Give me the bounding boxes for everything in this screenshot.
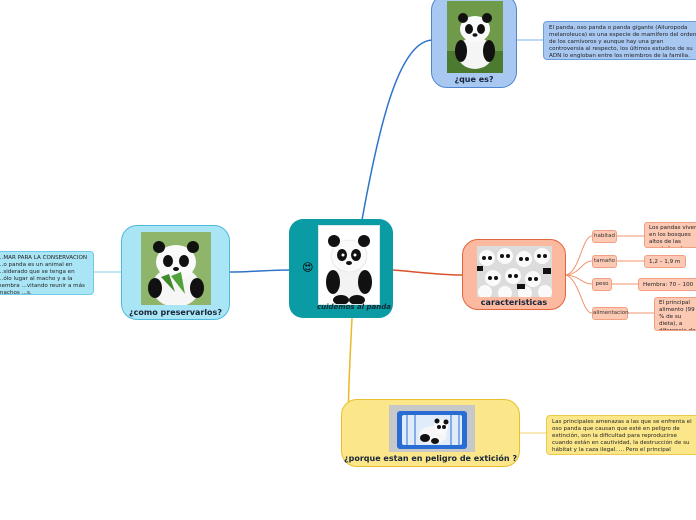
- peligro-node[interactable]: ¿porque estan en peligro de extición ?: [341, 399, 520, 467]
- alimentacion-note: El principal alimento (99 % de su dieta)…: [654, 297, 696, 331]
- preservarlos-node[interactable]: ¿como preservarlos?: [121, 225, 230, 320]
- peligro-title: ¿porque estan en peligro de extición ?: [342, 454, 519, 463]
- central-panda-image: [318, 225, 380, 305]
- caracteristicas-pandas-image: [477, 246, 552, 297]
- link-car-peso: [566, 275, 592, 284]
- central-node[interactable]: 😍 cuidemos al panda: [289, 219, 393, 318]
- peso-note: Hembra: 70 – 100 kg: [638, 278, 696, 291]
- link-center-preservarlos: [230, 270, 290, 272]
- que-es-title: ¿que es?: [432, 75, 516, 84]
- peligro-panda-image: [389, 405, 475, 452]
- que-es-node[interactable]: ¿que es?: [431, 0, 517, 88]
- habitad-note: Los pandas viven en los bosques altos de…: [644, 222, 696, 248]
- preservarlos-panda-image: [141, 232, 211, 305]
- sub-alimentacion[interactable]: alimentacion: [592, 307, 628, 320]
- heart-eyes-emoji: 😍: [302, 261, 313, 274]
- tamano-note: 1,2 – 1,9 m: [644, 255, 686, 268]
- caracteristicas-node[interactable]: caracteristicas: [462, 239, 566, 310]
- sub-peso[interactable]: peso: [592, 278, 612, 291]
- sub-habitad[interactable]: habitad: [592, 230, 617, 243]
- preservarlos-title: ¿como preservarlos?: [122, 308, 229, 317]
- link-car-alimentacion: [566, 275, 592, 313]
- que-es-panda-image: [447, 1, 503, 73]
- peligro-note: Las principales amenazas a las que se en…: [546, 415, 696, 455]
- preservarlos-note: ...MAR PARA LA CONSERVACION ...o panda e…: [0, 251, 94, 295]
- caracteristicas-title: caracteristicas: [463, 298, 565, 307]
- que-es-note: El panda, oso panda o panda gigante (Ail…: [543, 21, 696, 60]
- link-center-que-es: [362, 40, 433, 220]
- central-title: cuidemos al panda: [315, 303, 393, 311]
- link-center-caracteristicas: [392, 270, 462, 275]
- sub-tamano[interactable]: tamaño: [592, 255, 617, 268]
